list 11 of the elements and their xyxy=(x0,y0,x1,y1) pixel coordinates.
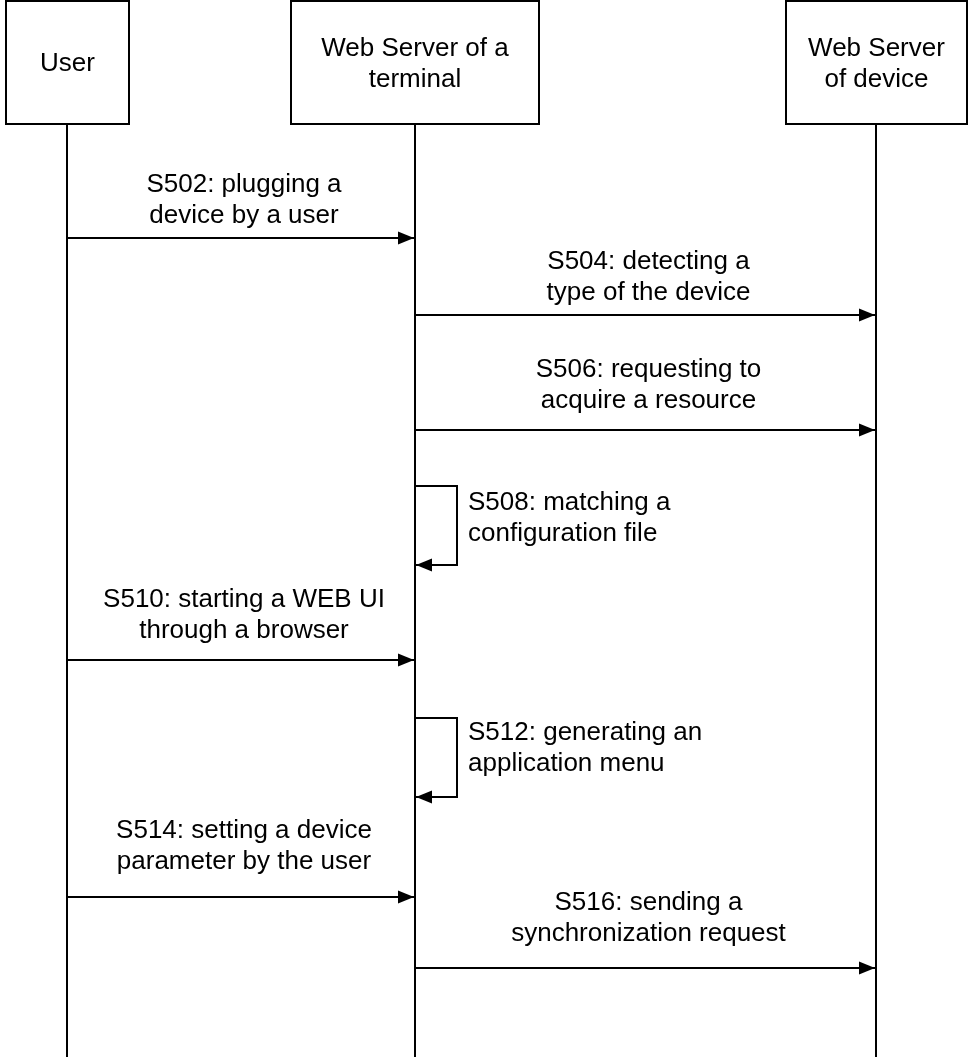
message-arrow xyxy=(67,231,415,245)
message-arrow xyxy=(67,890,415,904)
message-arrow xyxy=(415,961,876,975)
self-message-arrow xyxy=(415,485,458,572)
message-arrow xyxy=(67,653,415,667)
message-arrow xyxy=(415,423,876,437)
participant-name: Web Server of device xyxy=(807,31,946,94)
self-message-arrow xyxy=(415,717,458,804)
message-arrow xyxy=(415,308,876,322)
participant-name: User xyxy=(40,47,95,78)
participant-name: Web Server of a terminal xyxy=(320,31,510,94)
